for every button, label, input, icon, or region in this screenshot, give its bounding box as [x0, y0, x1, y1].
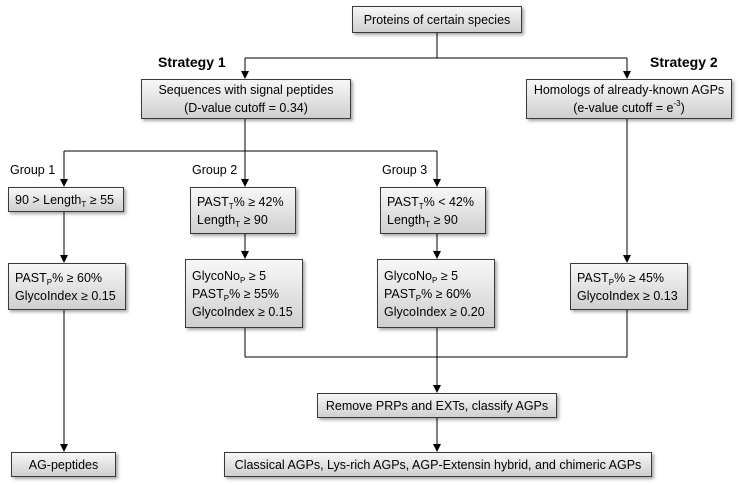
remove-classify-box-line: Remove PRPs and EXTs, classify AGPs [325, 398, 549, 413]
group1-filter-box-line: 90 > LengthT ≥ 55 [15, 192, 114, 209]
proteins-box-line: Proteins of certain species [363, 12, 511, 27]
group1-filter-box: 90 > LengthT ≥ 55 [8, 187, 124, 212]
group2-label: Group 2 [192, 163, 238, 177]
signal-peptides-box-line: Sequences with signal peptides [158, 83, 334, 97]
ag-peptides-box: AG-peptides [11, 452, 116, 477]
group2-criteria-box-line: GlycoNoP ≥ 5 [192, 268, 267, 285]
group3-criteria-box-line: GlycoNoP ≥ 5 [384, 268, 459, 285]
agp-classes-box-line: Classical AGPs, Lys-rich AGPs, AGP-Exten… [234, 457, 642, 472]
group2-filter-box-line: LengthT ≥ 90 [197, 212, 268, 229]
strategy1-label: Strategy 1 [158, 54, 226, 70]
remove-classify-box: Remove PRPs and EXTs, classify AGPs [317, 393, 557, 418]
group3-filter-box: PASTT% < 42%LengthT ≥ 90 [380, 187, 486, 234]
homologs-box: Homologs of already-known AGPs (e-value c… [526, 79, 732, 119]
group2-filter-box-line: PASTT% ≥ 42% [197, 194, 284, 211]
signal-peptides-box: Sequences with signal peptides (D-value c… [141, 79, 351, 119]
group2-criteria-box-line: GlycoIndex ≥ 0.15 [192, 304, 293, 319]
group3-criteria-box-line: PASTP% ≥ 60% [384, 286, 472, 303]
strategy2-label: Strategy 2 [650, 54, 718, 70]
homologs-box-line: (e-value cutoff = e-3) [573, 99, 685, 116]
signal-peptides-box-line: (D-value cutoff = 0.34) [184, 101, 308, 115]
proteins-box: Proteins of certain species [352, 6, 522, 33]
agp-classes-box: Classical AGPs, Lys-rich AGPs, AGP-Exten… [224, 452, 652, 477]
homologs-box-line: Homologs of already-known AGPs [533, 83, 725, 97]
group1-label: Group 1 [10, 163, 56, 177]
group3-criteria-box-line: GlycoIndex ≥ 0.20 [384, 304, 485, 319]
strategy2-criteria-box-line: GlycoIndex ≥ 0.13 [577, 288, 678, 303]
strategy2-criteria-box: PASTP% ≥ 45%GlycoIndex ≥ 0.13 [570, 263, 688, 310]
ag-peptides-box-line: AG-peptides [28, 457, 99, 472]
group3-filter-box-line: PASTT% < 42% [387, 194, 475, 211]
group1-criteria-box: PASTP% ≥ 60%GlycoIndex ≥ 0.15 [8, 263, 126, 310]
group1-criteria-box-line: PASTP% ≥ 60% [15, 270, 103, 287]
group2-criteria-box-line: PASTP% ≥ 55% [192, 286, 280, 303]
group3-label: Group 3 [382, 163, 428, 177]
strategy2-criteria-box-line: PASTP% ≥ 45% [577, 270, 665, 287]
group3-filter-box-line: LengthT ≥ 90 [387, 212, 458, 229]
group1-criteria-box-line: GlycoIndex ≥ 0.15 [15, 288, 116, 303]
group2-filter-box: PASTT% ≥ 42%LengthT ≥ 90 [190, 187, 296, 234]
